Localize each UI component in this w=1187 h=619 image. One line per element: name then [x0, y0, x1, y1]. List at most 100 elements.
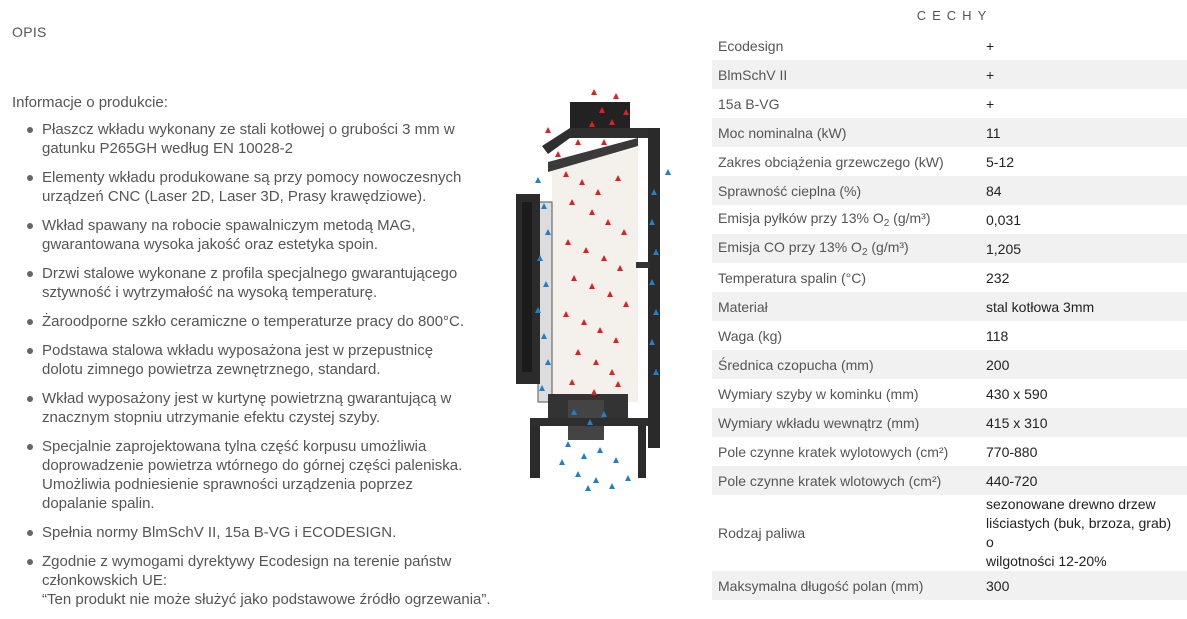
- feature-item: Elementy wkładu produkowane są przy pomo…: [22, 168, 502, 206]
- feature-item: Spełnia normy BlmSchV II, 15a B-VG i ECO…: [22, 523, 502, 542]
- cold-air-arrow: [559, 459, 565, 465]
- cold-air-arrow: [651, 189, 657, 195]
- hot-air-arrow: [623, 301, 629, 307]
- section-title: OPIS: [12, 24, 47, 40]
- spec-label: Temperatura spalin (°C): [718, 269, 866, 286]
- hot-air-arrow: [605, 219, 611, 225]
- spec-row: 15a B-VG+: [712, 89, 1187, 118]
- feature-item: Specjalnie zaprojektowana tylna część ko…: [22, 437, 502, 513]
- cold-air-arrow: [535, 177, 541, 183]
- cold-air-arrow: [545, 359, 551, 365]
- spec-value: 770-880: [986, 443, 1038, 460]
- cold-air-arrow: [613, 457, 619, 463]
- spec-label: Sprawność cieplna (%): [712, 176, 969, 205]
- spec-value: 118: [986, 327, 1009, 344]
- cold-air-arrow: [545, 229, 551, 235]
- back-wall: [648, 128, 660, 448]
- cold-air-arrow: [649, 279, 655, 285]
- hot-air-arrow: [617, 265, 623, 271]
- cold-air-arrow: [543, 281, 549, 287]
- cold-air-arrow: [587, 419, 593, 425]
- hot-air-arrow: [615, 175, 621, 181]
- spec-label: Zakres obciążenia grzewczego (kW): [718, 153, 944, 170]
- cold-air-arrow: [649, 219, 655, 225]
- spec-row: Ecodesign+: [712, 31, 1187, 60]
- hot-air-arrow: [613, 337, 619, 343]
- spec-row: Wymiary szyby w kominku (mm)430 x 590: [712, 379, 1187, 408]
- spec-value: 430 x 590: [986, 385, 1048, 402]
- spec-row: Waga (kg)118: [712, 321, 1187, 350]
- cold-air-arrow: [653, 309, 659, 315]
- spec-row: BlmSchV II+: [712, 60, 1187, 89]
- hot-air-arrow: [555, 151, 561, 157]
- spec-value: 0,031: [986, 211, 1022, 228]
- spec-label: 15a B-VG: [718, 95, 780, 112]
- hot-air-arrow: [583, 247, 589, 253]
- hot-air-arrow: [591, 389, 597, 395]
- hot-air-arrow: [609, 369, 615, 375]
- hot-air-arrow: [569, 199, 575, 205]
- spec-label: Emisja pyłków przy 13% O2 (g/m³): [718, 210, 931, 229]
- spec-label: Ecodesign: [718, 37, 784, 54]
- feature-item: Zgodnie z wymogami dyrektywy Ecodesign n…: [22, 552, 502, 609]
- spec-label: Emisja CO przy 13% O2 (g/m³): [712, 234, 969, 263]
- chimney-collar: [570, 102, 630, 128]
- feature-item: Podstawa stalowa wkładu wyposażona jest …: [22, 341, 502, 379]
- cold-air-arrow: [541, 333, 547, 339]
- hot-air-arrow: [581, 319, 587, 325]
- fireplace-airflow-diagram: [516, 89, 671, 491]
- spec-label: Rodzaj paliwa: [718, 525, 806, 541]
- hot-air-arrow: [599, 107, 605, 113]
- hot-air-arrow: [609, 119, 615, 125]
- cold-air-arrow: [535, 307, 541, 313]
- spec-row: Rodzaj paliwa sezonowane drewno drzew liś…: [712, 495, 1187, 571]
- hot-air-arrow: [607, 291, 613, 297]
- leg-front: [530, 422, 540, 478]
- hot-air-arrow: [593, 359, 599, 365]
- cold-air-arrow: [537, 255, 543, 261]
- cold-air-arrow: [571, 409, 577, 415]
- spec-row: Temperatura spalin (°C) 232: [712, 263, 1187, 292]
- spec-row: Pole czynne kratek wylotowych (cm²) 770-8…: [712, 437, 1187, 466]
- spec-label: BlmSchV II: [712, 60, 969, 89]
- hot-air-arrow: [589, 121, 595, 127]
- hot-air-arrow: [575, 139, 581, 145]
- top-deflector: [542, 128, 658, 154]
- spec-label: Materiał: [712, 292, 969, 321]
- baffle: [548, 138, 638, 172]
- cold-air-arrow: [597, 447, 603, 453]
- feature-item: Wkład spawany na robocie spawalniczym me…: [22, 216, 502, 254]
- spec-row: Sprawność cieplna (%)84: [712, 176, 1187, 205]
- spec-label: Średnica czopucha (mm): [712, 350, 969, 379]
- leg-back: [638, 422, 646, 478]
- hot-air-arrow: [613, 93, 619, 99]
- feature-item: Wkład wyposażony jest w kurtynę powietrz…: [22, 389, 502, 427]
- spec-value: sezonowane drewno drzew liściastych (buk…: [986, 496, 1172, 569]
- spec-label: Pole czynne kratek wylotowych (cm²): [718, 443, 949, 460]
- spec-row: Pole czynne kratek wlotowych (cm²)440-72…: [712, 466, 1187, 495]
- description-panel: OPIS Informacje o produkcie: Płaszcz wkł…: [12, 24, 671, 609]
- cold-air-arrow: [541, 203, 547, 209]
- hot-air-arrow: [597, 327, 603, 333]
- spec-value: 11: [969, 118, 1187, 147]
- cold-air-arrow: [539, 385, 545, 391]
- hot-air-arrow: [545, 127, 551, 133]
- hot-air-arrow: [591, 89, 597, 95]
- spec-table: Ecodesign+BlmSchV II+15a B-VG+Moc nomina…: [712, 31, 1187, 600]
- spec-value: 232: [986, 269, 1010, 286]
- hot-air-arrow: [589, 283, 595, 289]
- feature-item: Żaroodporne szkło ceramiczne o temperatu…: [22, 312, 502, 331]
- spec-row: Maksymalna długość polan (mm)300: [712, 571, 1187, 600]
- cold-air-arrow: [585, 485, 591, 491]
- spec-value: +: [969, 60, 1187, 89]
- spec-value: 200: [969, 350, 1187, 379]
- features-heading: CECHY: [916, 8, 993, 23]
- hot-air-arrow: [563, 171, 569, 177]
- hot-air-arrow: [621, 229, 627, 235]
- cold-air-arrow: [565, 441, 571, 447]
- hot-air-arrow: [623, 109, 629, 115]
- hot-air-arrow: [575, 349, 581, 355]
- spec-row: Średnica czopucha (mm)200: [712, 350, 1187, 379]
- cold-air-arrow: [653, 369, 659, 375]
